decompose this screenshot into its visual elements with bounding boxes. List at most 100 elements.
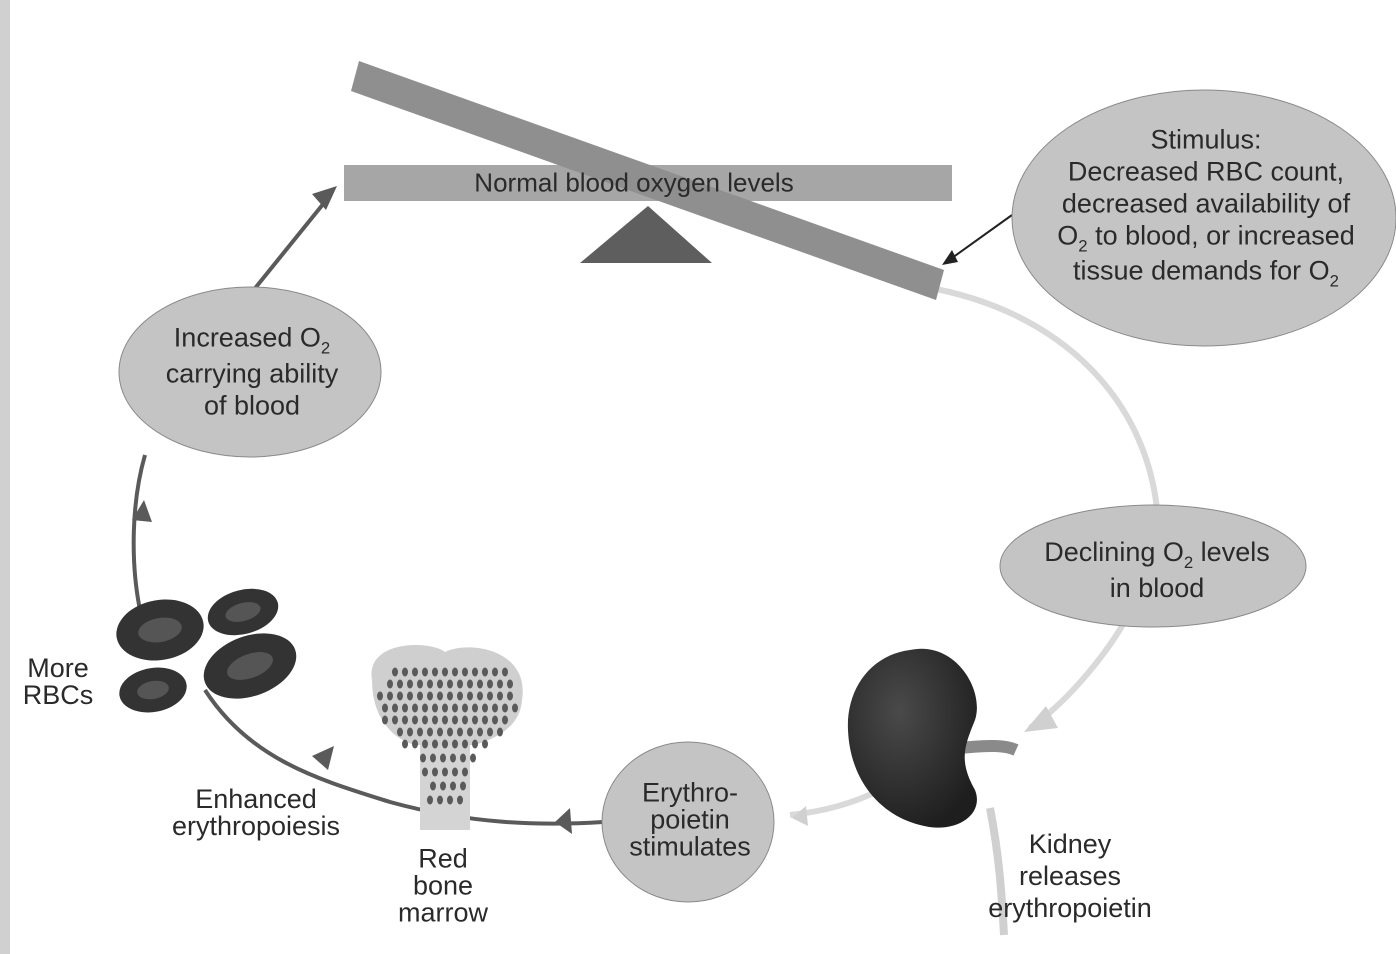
kidney-illustration (847, 648, 1019, 936)
marrow-dot (437, 691, 443, 701)
marrow-dot (462, 767, 468, 777)
marrow-dot (467, 679, 473, 689)
marrow-dot (477, 691, 483, 701)
marrow-dot (440, 781, 446, 791)
label-text: tissue demands for O (1073, 255, 1330, 286)
marrow-dot (412, 715, 418, 725)
label-text: Increased O (173, 322, 321, 353)
marrow-dot (407, 679, 413, 689)
arrowhead-stimulus (942, 250, 958, 265)
marrow-dot (382, 715, 388, 725)
marrow-dot (462, 703, 468, 713)
label-text: decreased availability of (1061, 188, 1351, 219)
label-text: in blood (1109, 572, 1205, 603)
marrow-dot (432, 715, 438, 725)
marrow-dot (417, 691, 423, 701)
marrow-dot (442, 715, 448, 725)
arrowhead-balance (312, 186, 337, 210)
label-line: Declining O2 levels (1044, 537, 1269, 573)
label-text: carrying ability (165, 358, 339, 389)
marrow-dot (437, 795, 443, 805)
marrow-dot (452, 739, 458, 749)
arrowhead-marrow (555, 808, 572, 834)
marrow-dot (437, 727, 443, 737)
label-text: O (1057, 220, 1079, 251)
marrow-dot (422, 739, 428, 749)
marrow-dot (432, 667, 438, 677)
marrow-dot (382, 703, 388, 713)
subscript: 2 (1329, 271, 1339, 291)
marrow-dot (507, 691, 513, 701)
marrow-dot (427, 795, 433, 805)
marrow-dot (497, 679, 503, 689)
marrow-dot (422, 667, 428, 677)
arrow-increased-to-balance (250, 196, 330, 294)
marrow-dot (447, 691, 453, 701)
marrow-dot (470, 753, 476, 763)
marrow-dot (422, 703, 428, 713)
marrow-dot (432, 739, 438, 749)
label-line: Stimulus: (1057, 124, 1355, 156)
marrow-dot (432, 767, 438, 777)
marrow-dot (437, 679, 443, 689)
marrow-dot (412, 739, 418, 749)
marrow-dot (452, 767, 458, 777)
subscript: 2 (1078, 236, 1088, 256)
arrowhead-kidney (1024, 706, 1058, 732)
marrow-dot (487, 727, 493, 737)
marrow-dot (487, 691, 493, 701)
label-text: Declining O (1044, 537, 1184, 568)
marrow-dot (417, 727, 423, 737)
marrow-dot (472, 667, 478, 677)
marrow-dot (452, 703, 458, 713)
marrow-dot (440, 753, 446, 763)
marrow-dot (442, 667, 448, 677)
marrow-dot (477, 679, 483, 689)
label-text: to blood, or increased (1087, 220, 1355, 251)
label-text: of blood (203, 389, 301, 420)
marrow-dot (502, 667, 508, 677)
marrow-dot (407, 691, 413, 701)
subscript: 2 (1183, 553, 1194, 573)
marrow-dot (397, 691, 403, 701)
marrow-dot (442, 703, 448, 713)
marrow-dot (457, 727, 463, 737)
marrow-dot (452, 667, 458, 677)
bone-marrow-illustration (371, 645, 523, 830)
label-text: Stimulus: (1150, 124, 1262, 155)
arrow-rbcs-to-increased (131, 454, 147, 611)
balance-bar-label: Normal blood oxygen levels (474, 167, 794, 198)
marrow-dot (430, 781, 436, 791)
marrow-dot (472, 715, 478, 725)
arrow-epo-to-rbcs (203, 688, 604, 826)
marrow-dot (432, 703, 438, 713)
arrowhead-epo (792, 806, 808, 826)
marrow-dot (397, 727, 403, 737)
marrow-dot (392, 715, 398, 725)
marrow-dot (450, 781, 456, 791)
marrow-dot (447, 795, 453, 805)
marrow-dot (427, 691, 433, 701)
marrow-dot (497, 691, 503, 701)
stimulus-oval (1011, 89, 1396, 347)
page-edge (0, 0, 10, 954)
marrow-dot (450, 753, 456, 763)
marrow-dot (427, 727, 433, 737)
stimulus-label: Stimulus:Decreased RBC count,decreased a… (1057, 124, 1355, 291)
marrow-dot (460, 781, 466, 791)
marrow-dot (430, 753, 436, 763)
label-line: carrying ability (166, 358, 339, 390)
erythropoietin-label: Erythro- poietin stimulates (629, 777, 751, 862)
marrow-dot (402, 667, 408, 677)
marrow-dot (392, 667, 398, 677)
increased-oval (118, 286, 382, 458)
marrow-dot (482, 703, 488, 713)
marrow-dot (482, 715, 488, 725)
arrow-tilt-to-declining (924, 284, 1161, 521)
marrow-dot (457, 679, 463, 689)
marrow-dot (482, 667, 488, 677)
label-text: Decreased RBC count, (1067, 156, 1345, 187)
label-line: Decreased RBC count, (1057, 156, 1355, 188)
